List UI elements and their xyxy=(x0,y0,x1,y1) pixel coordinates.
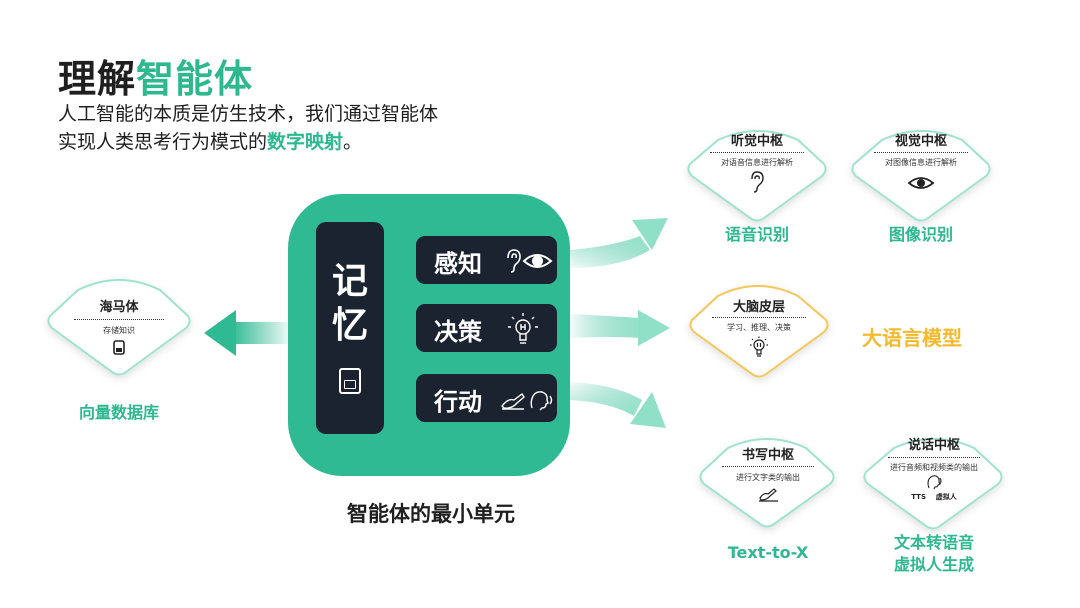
speaking-head-icon xyxy=(927,475,942,490)
card-desc: 对语音信息进行解析 xyxy=(721,158,793,167)
card-title: 视觉中枢 xyxy=(894,134,947,149)
sd-card-icon xyxy=(113,340,125,355)
lightbulb-icon xyxy=(508,313,538,344)
memory-panel: 记 忆 xyxy=(316,222,384,434)
arrow-to-cortex xyxy=(570,310,670,346)
speaking-head-icon xyxy=(530,391,553,411)
writing-hand-icon xyxy=(759,488,778,502)
perceive-icons xyxy=(507,249,553,273)
card-divider xyxy=(710,152,804,153)
card-divider xyxy=(722,466,814,467)
speech-card: 说话中枢 进行音频和视频类的输出 TTS 虚拟人 xyxy=(864,436,1004,531)
card-title: 听觉中枢 xyxy=(730,134,783,149)
ear-icon xyxy=(507,249,521,273)
act-icons xyxy=(501,391,553,411)
cortex-card: 大脑皮层 学习、推理、决策 xyxy=(688,284,830,379)
subtitle-line2: 实现人类思考行为模式的数字映射。 xyxy=(58,131,363,153)
writing-card-shape xyxy=(699,438,835,528)
image-recognition-label: 图像识别 xyxy=(888,225,953,244)
hippocampus-card-shape xyxy=(47,279,191,376)
vector-db-label: 向量数据库 xyxy=(78,403,159,422)
card-desc: 进行文字类的输出 xyxy=(736,473,800,482)
card-title: 大脑皮层 xyxy=(732,300,785,315)
ear-icon xyxy=(751,171,764,193)
avatar-tag: 虚拟人 xyxy=(935,493,957,501)
avatar-generation-label: 虚拟人生成 xyxy=(893,555,974,574)
page-title: 理解智能体 xyxy=(58,57,254,101)
decide-label: 决策 xyxy=(434,318,482,346)
card-desc: 存储知识 xyxy=(103,326,135,335)
cortex-card-shape xyxy=(689,285,829,378)
card-desc: 进行音频和视频类的输出 xyxy=(890,463,978,472)
arrow-to-hearing xyxy=(570,218,668,268)
subtitle: 人工智能的本质是仿生技术，我们通过智能体 实现人类思考行为模式的数字映射。 xyxy=(58,100,438,156)
tts-tag: TTS xyxy=(911,493,926,501)
speech-recognition-label: 语音识别 xyxy=(724,225,789,244)
llm-label: 大语言模型 xyxy=(862,326,962,350)
card-divider xyxy=(74,319,164,320)
arrow-to-writing xyxy=(570,382,666,428)
perceive-module: 感知 xyxy=(416,236,557,284)
perceive-label: 感知 xyxy=(434,250,482,278)
vision-card-shape xyxy=(851,130,991,222)
tts-label: 文本转语音 xyxy=(893,533,974,552)
subtitle-accent: 数字映射 xyxy=(267,131,344,153)
card-divider xyxy=(874,152,968,153)
lightbulb-icon xyxy=(750,336,768,357)
speech-card-shape xyxy=(863,438,1003,530)
subtitle-line1: 人工智能的本质是仿生技术，我们通过智能体 xyxy=(58,103,439,125)
act-module: 行动 xyxy=(416,374,557,422)
vision-card: 视觉中枢 对图像信息进行解析 xyxy=(850,128,992,223)
arrow-to-hippocampus xyxy=(204,310,288,356)
card-title: 说话中枢 xyxy=(907,438,960,453)
writing-hand-icon xyxy=(501,392,525,410)
memory-char-1: 记 xyxy=(331,261,368,302)
sd-card-icon xyxy=(339,368,361,394)
card-desc: 对图像信息进行解析 xyxy=(885,158,957,167)
title-accent: 智能体 xyxy=(136,57,254,101)
speech-tags: TTS 虚拟人 xyxy=(864,492,1004,502)
memory-char-2: 忆 xyxy=(331,305,368,346)
card-divider xyxy=(888,457,980,458)
decide-module: 决策 xyxy=(416,304,557,352)
hippocampus-card: 海马体 存储知识 xyxy=(48,282,190,377)
card-desc: 学习、推理、决策 xyxy=(727,323,791,332)
eye-icon xyxy=(522,254,553,268)
card-title: 海马体 xyxy=(99,300,139,315)
speech-output-labels: 文本转语音 虚拟人生成 xyxy=(864,532,1004,576)
center-caption: 智能体的最小单元 xyxy=(347,502,515,526)
act-label: 行动 xyxy=(434,388,482,416)
writing-card: 书写中枢 进行文字类的输出 xyxy=(698,436,838,531)
eye-icon xyxy=(907,177,935,189)
hearing-card: 听觉中枢 对语音信息进行解析 xyxy=(686,128,828,223)
text-to-x-label: Text-to-X xyxy=(727,543,809,562)
card-title: 书写中枢 xyxy=(741,448,794,463)
card-divider xyxy=(712,317,806,318)
